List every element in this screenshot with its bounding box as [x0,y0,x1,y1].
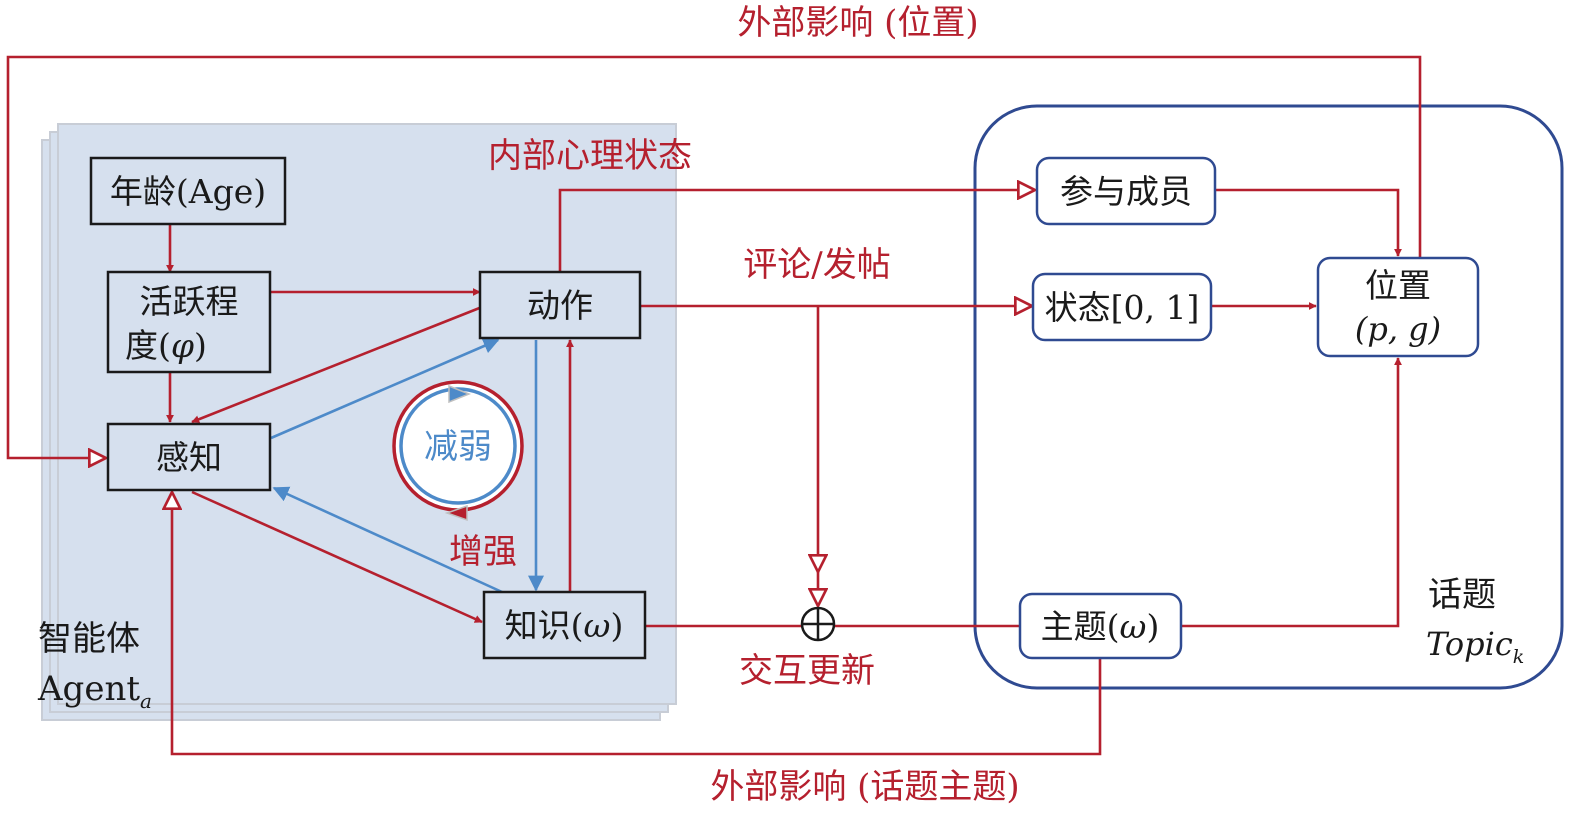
agent-panel-stack [41,123,677,721]
activity-label-line1: 活跃程 [140,282,239,321]
position-label-line1: 位置 [1365,266,1431,305]
subject-box: 主题(ω) [1018,592,1183,660]
perception-to-knowledge-arrow [191,490,483,624]
activity-label-line2: 度(φ) [125,326,207,365]
subject-to-position-arrow [1182,357,1402,628]
topic-symbol-label: Topick [1426,625,1524,668]
comment-post-label: 评论/发帖 [743,245,890,285]
status-box: 状态[0, 1] [1031,272,1213,342]
age-box: 年龄(Age) [89,156,287,226]
knowledge-to-perception-blue-arrow [272,486,503,594]
perception-to-action-blue-arrow [270,338,500,440]
action-label: 动作 [527,286,593,325]
perception-box: 感知 [106,422,272,492]
status-label: 状态[0, 1] [1045,288,1200,327]
participants-label: 参与成员 [1060,172,1192,211]
cycle-arrow-top-icon [448,384,472,404]
external-subject-label: 外部影响 (话题主题) [710,767,1019,807]
participants-to-position-arrow [1216,188,1402,257]
position-box: 位置 (p, g) [1316,256,1480,358]
activity-box: 活跃程 度(φ) [106,270,272,374]
interaction-update-node [800,606,836,642]
action-box: 动作 [478,270,642,340]
age-label: 年龄(Age) [110,172,266,211]
strengthen-label: 增强 [449,532,517,572]
cycle-arrow-bottom-icon [444,504,468,522]
knowledge-box: 知识(ω) [482,590,647,660]
weaken-label: 减弱 [424,427,492,467]
agent-symbol-label: Agenta [37,669,152,713]
action-to-perception-arrow [191,305,483,424]
perception-label: 感知 [156,438,222,477]
feedback-cycle: 减弱 [392,380,524,522]
topic-container [973,104,1564,690]
position-label-line2: (p, g) [1355,310,1441,348]
interaction-update-label: 交互更新 [739,651,875,691]
external-subject-path [172,492,1102,756]
mental-state-label: 内部心理状态 [488,136,692,176]
action-to-participants-path [558,190,1035,272]
subject-label: 主题(ω) [1041,607,1160,646]
external-position-path [6,55,1422,458]
knowledge-label: 知识(ω) [505,606,624,645]
agent-name-label: 智能体 [38,619,140,659]
topic-name-label: 话题 [1428,575,1496,615]
external-position-label: 外部影响 (位置) [737,3,978,43]
participants-box: 参与成员 [1035,156,1217,226]
